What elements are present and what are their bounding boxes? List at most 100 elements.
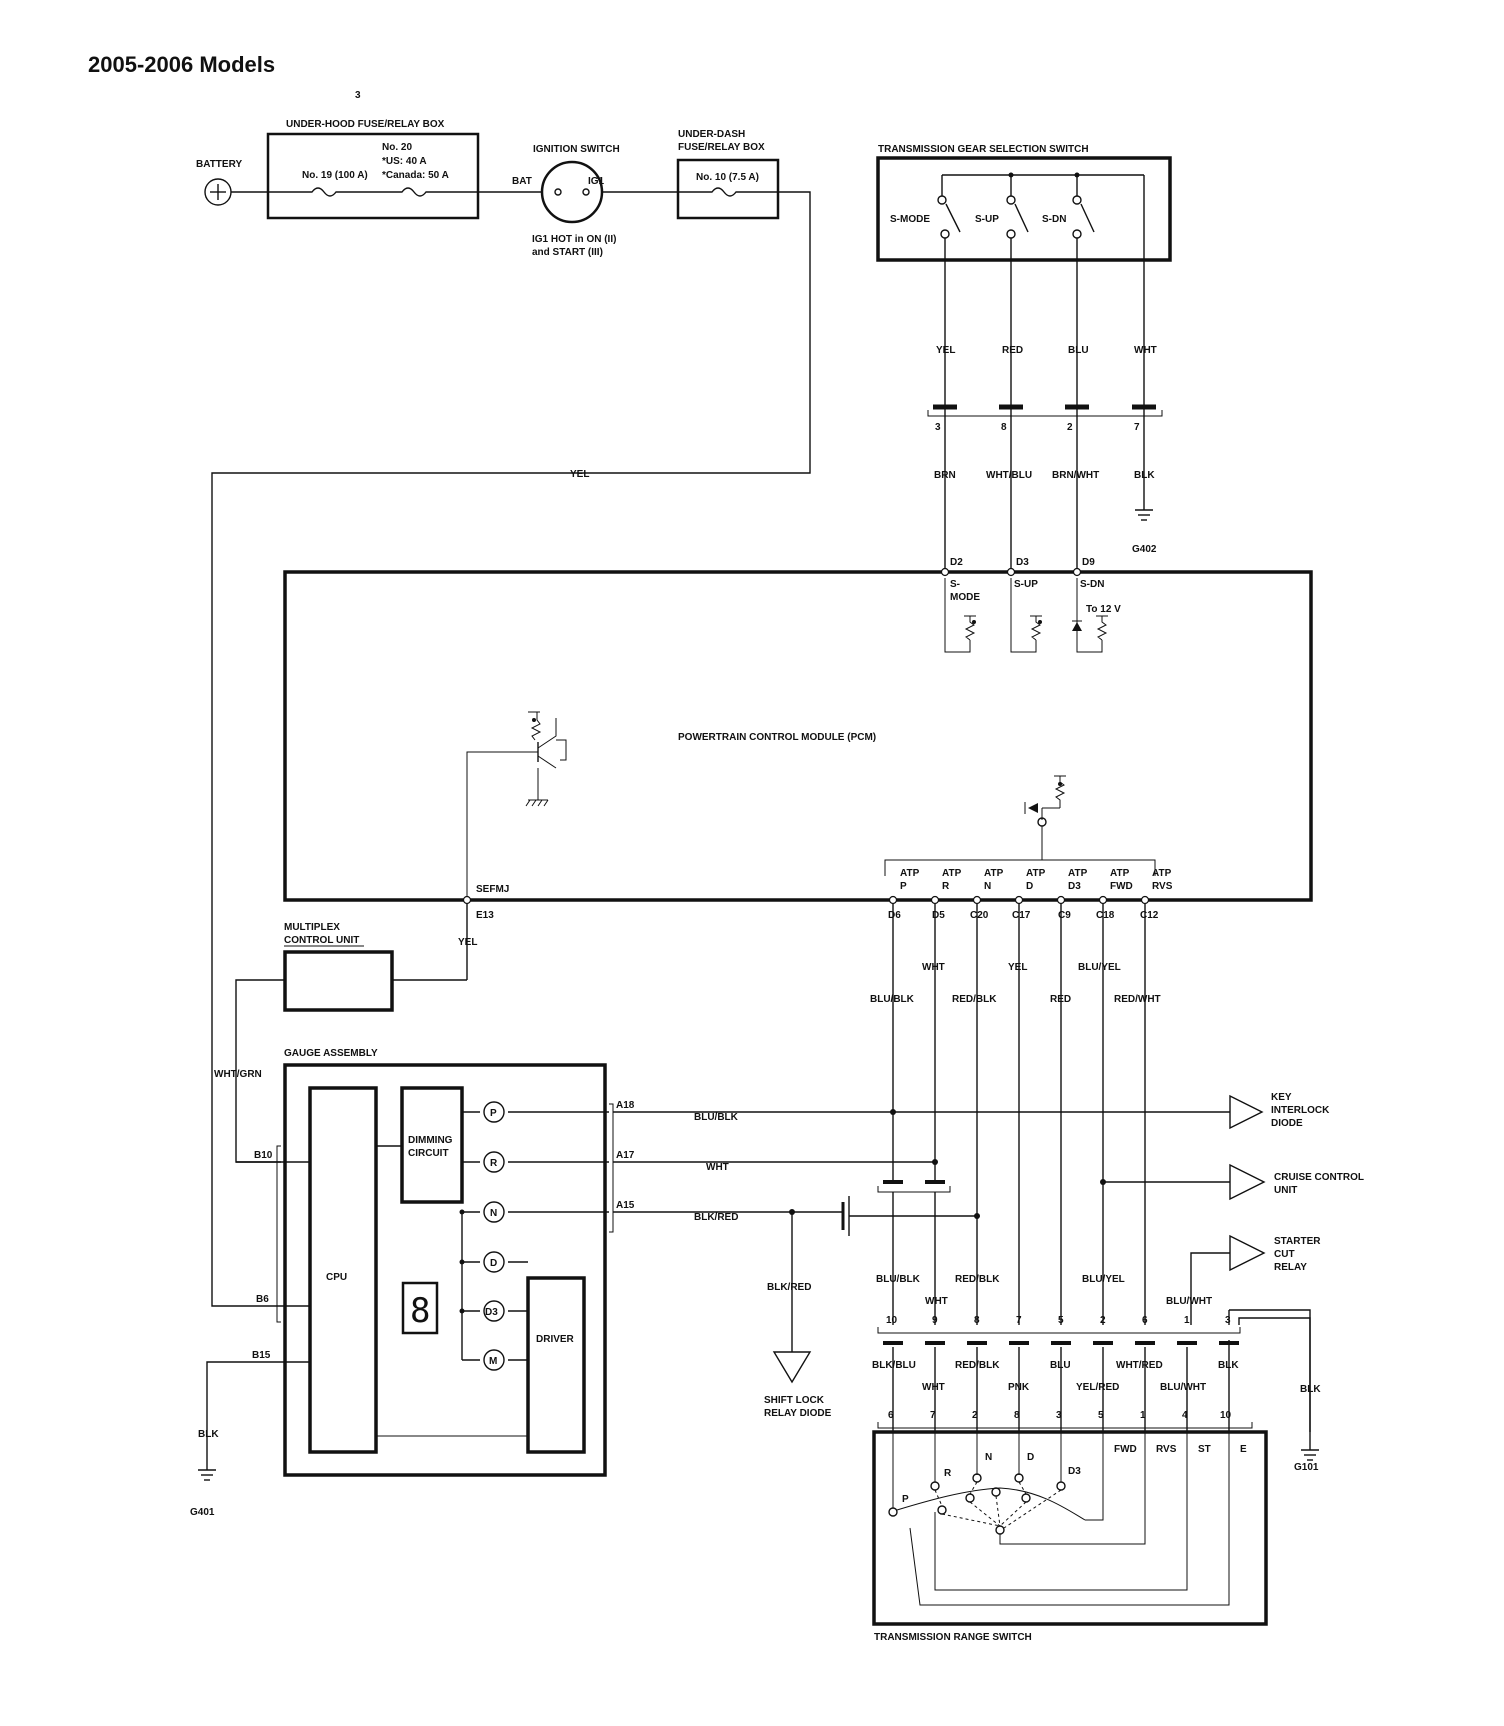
wire-label: RED/BLK: [955, 1274, 1000, 1285]
gear-switch-wire-labels: YEL RED BLU WHT: [936, 345, 1157, 356]
indicator-label: P: [490, 1108, 497, 1119]
gauge-label: GAUGE ASSEMBLY: [284, 1048, 378, 1059]
battery: BATTERY: [196, 159, 242, 206]
pin-label: 1: [1140, 1410, 1146, 1421]
wire-label: BLU/WHT: [1166, 1296, 1212, 1307]
wire-label: WHT: [922, 1382, 945, 1393]
ignition-note-1: IG1 HOT in ON (II): [532, 234, 616, 245]
wire-label: WHT/BLU: [986, 470, 1032, 481]
ground-g402-label: G402: [1132, 544, 1157, 555]
pin-label: 9: [932, 1315, 938, 1326]
diode-icon: [1072, 622, 1082, 631]
range-switch-harness-labels: BLU/BLK RED/BLK BLU/YEL BLU/WHT WHT: [876, 1274, 1212, 1307]
pin-label: C17: [1012, 910, 1031, 921]
shift-lock-label-1: SHIFT LOCK: [764, 1395, 825, 1406]
indicator-label: R: [490, 1158, 498, 1169]
multiplex-control-unit: MULTIPLEX CONTROL UNIT: [283, 922, 394, 1012]
g401-wire-label: BLK: [198, 1429, 219, 1440]
wire-label: YEL/RED: [1076, 1382, 1119, 1393]
pin-label: B10: [254, 1150, 273, 1161]
shift-lock-label-2: RELAY DIODE: [764, 1408, 832, 1419]
pin-label: C18: [1096, 910, 1115, 921]
range-switch-connector-lower-wires: BLK/BLU RED/BLK BLU WHT/RED BLK WHT PNK …: [872, 1347, 1239, 1432]
pin-label: 8: [974, 1315, 980, 1326]
switch-s-dn-label: S-DN: [1042, 214, 1066, 225]
stray-mark: 3: [355, 90, 361, 101]
ignition-ig1-label: IG1: [588, 176, 605, 187]
atp-sub-label: P: [900, 881, 907, 892]
pin-label: 10: [1220, 1410, 1232, 1421]
pin-label: 8: [1001, 422, 1007, 433]
key-interlock-label: INTERLOCK: [1271, 1105, 1330, 1116]
sefmj-label: SEFMJ: [476, 884, 509, 895]
starter-label: CUT: [1274, 1249, 1295, 1260]
dimming-label-2: CIRCUIT: [408, 1148, 449, 1159]
gear-switch-label: TRANSMISSION GEAR SELECTION SWITCH: [878, 144, 1089, 155]
wire-label: BLK/RED: [767, 1282, 811, 1293]
range-switch-connector-lower-pins: 6 7 2 8 3 5 1 4 10: [877, 1410, 1253, 1429]
pin-label: A18: [616, 1100, 635, 1111]
to-12v-label: To 12 V: [1086, 604, 1121, 615]
pin-label: B6: [256, 1294, 269, 1305]
transistor-icon: [466, 751, 538, 900]
key-interlock-label: DIODE: [1271, 1118, 1303, 1129]
pin-label: 2: [1067, 422, 1073, 433]
position-label: D3: [1068, 1466, 1081, 1477]
under-dash-label-2: FUSE/RELAY BOX: [678, 142, 765, 153]
starter-cut-relay: STARTER CUT RELAY: [1229, 1234, 1321, 1273]
wire-label: BLK/RED: [694, 1212, 738, 1223]
wire-label: WHT: [925, 1296, 948, 1307]
atp-label: ATP: [984, 868, 1004, 879]
wire-label: WHT/RED: [1116, 1360, 1163, 1371]
atp-label: ATP: [1068, 868, 1088, 879]
under-dash-label-1: UNDER-DASH: [678, 129, 745, 140]
gauge-assembly: GAUGE ASSEMBLY CPU DIMMING CIRCUIT DRIVE…: [236, 1048, 635, 1477]
fuse-20-us-label: *US: 40 A: [382, 156, 427, 167]
pin-label: A15: [616, 1200, 635, 1211]
fuse-20-label: No. 20: [382, 142, 412, 153]
fuse-icon: [268, 187, 478, 197]
wire-label: BLU/WHT: [1160, 1382, 1206, 1393]
wire-label: BRN: [934, 470, 956, 481]
pin-label: 1: [1184, 1315, 1190, 1326]
wire-label: RED/BLK: [955, 1360, 1000, 1371]
range-top-label: RVS: [1156, 1444, 1177, 1455]
switch-s-up-label: S-UP: [975, 214, 999, 225]
atp-label: ATP: [1026, 868, 1046, 879]
atp-label: ATP: [900, 868, 920, 879]
position-label: N: [985, 1452, 992, 1463]
range-switch-connector-upper: 10 9 8 7 5 2 6 1 3: [877, 1315, 1241, 1345]
range-top-label: FWD: [1114, 1444, 1137, 1455]
position-label: D: [1027, 1452, 1034, 1463]
wire-label: RED: [1002, 345, 1023, 356]
key-interlock-diode: KEY INTERLOCK DIODE: [1229, 1092, 1330, 1130]
wire-label: WHT: [1134, 345, 1157, 356]
atp-sub-label: D: [1026, 881, 1033, 892]
position-label: R: [944, 1468, 952, 1479]
fuse-19-label: No. 19 (100 A): [302, 170, 368, 181]
pin-label: C9: [1058, 910, 1071, 921]
ground-g402-icon: G402: [1132, 412, 1157, 555]
pin-label: D5: [932, 910, 945, 921]
range-top-label: ST: [1198, 1444, 1211, 1455]
wire-label: BLU/BLK: [870, 994, 915, 1005]
key-interlock-label: KEY: [1271, 1092, 1292, 1103]
pin-label: 2: [1100, 1315, 1106, 1326]
wire-label: RED/BLK: [952, 994, 997, 1005]
ignition-switch: IGNITION SWITCH BAT IG1 IG1 HOT in ON (I…: [512, 144, 620, 258]
gear-selection-switch: TRANSMISSION GEAR SELECTION SWITCH S-MOD…: [876, 144, 1172, 412]
pcm-input-label: S-DN: [1080, 579, 1104, 590]
atp-label: ATP: [942, 868, 962, 879]
resistor-icon: [1010, 578, 1037, 653]
resistor-icon: [1076, 578, 1103, 653]
transmission-range-switch: TRANSMISSION RANGE SWITCH FWD RVS ST E P…: [872, 1430, 1268, 1643]
resistor-icon: [944, 578, 971, 653]
atp-pins: ATP ATP ATP ATP ATP ATP ATP P R N D D3 F…: [888, 868, 1173, 921]
atp-sub-label: RVS: [1152, 881, 1173, 892]
pcm-input-label: S-UP: [1014, 579, 1038, 590]
indicator-label: D3: [485, 1307, 498, 1318]
indicator-label: N: [490, 1208, 497, 1219]
wire-label: BLU: [1050, 1360, 1071, 1371]
position-label: P: [902, 1494, 909, 1505]
